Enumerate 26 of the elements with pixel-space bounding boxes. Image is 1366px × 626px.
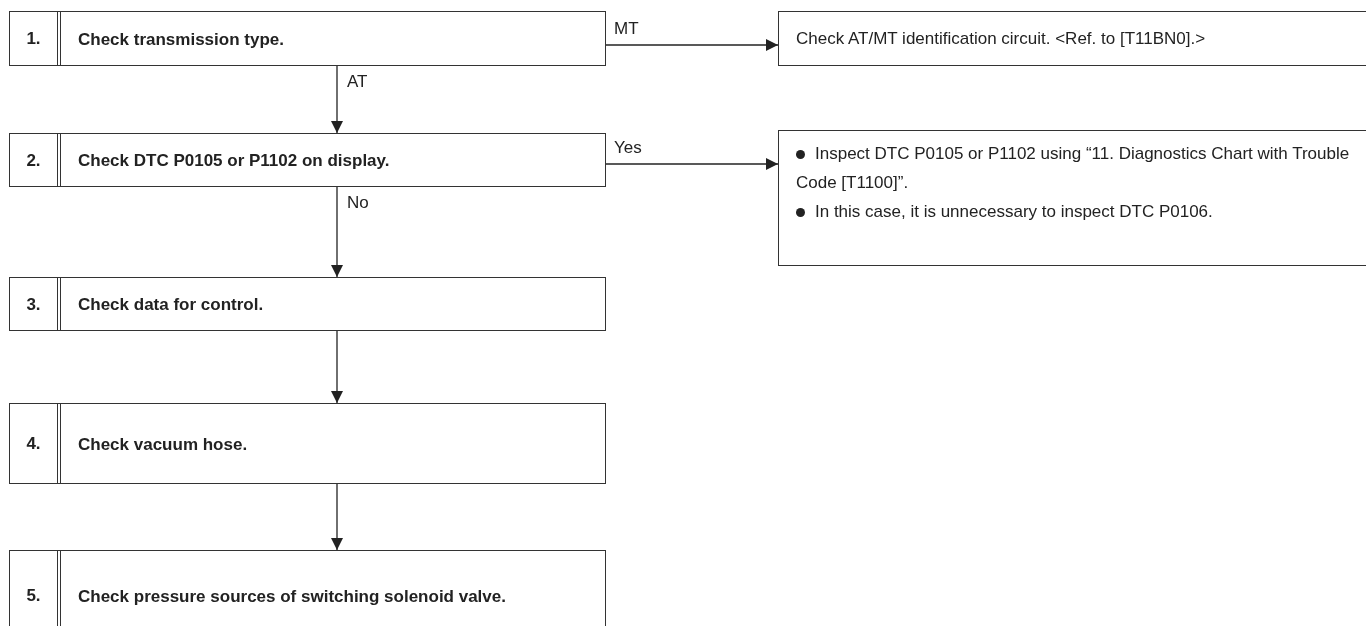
step-box bbox=[9, 133, 606, 187]
bullet-item: Inspect DTC P0105 or P1102 using “11. Diagnostics Chart with Trouble Code [T1100]”. bbox=[796, 139, 1364, 197]
arrow bbox=[331, 186, 343, 278]
arrow bbox=[605, 39, 779, 51]
result-box bbox=[778, 11, 1366, 66]
result-text: Check AT/MT identification circuit. <Ref. to [T11BN0].> bbox=[796, 28, 1207, 50]
step-instruction: Check pressure sources of switching solenoid valve. bbox=[78, 585, 507, 607]
step-box bbox=[9, 11, 606, 66]
arrow bbox=[605, 158, 779, 170]
step-number: 2. bbox=[26, 149, 41, 172]
step-box bbox=[9, 277, 606, 331]
step-instruction: Check data for control. bbox=[78, 293, 265, 316]
step-number: 1. bbox=[26, 28, 41, 50]
result-box bbox=[778, 130, 1366, 266]
step-box bbox=[9, 550, 606, 626]
arrow bbox=[331, 330, 343, 404]
step-instruction: Check vacuum hose. bbox=[78, 433, 249, 455]
arrow bbox=[331, 483, 343, 551]
arrow bbox=[331, 65, 343, 134]
step-instruction: Check transmission type. bbox=[78, 28, 285, 50]
step-number: 4. bbox=[26, 433, 41, 455]
step-number: 3. bbox=[26, 293, 41, 316]
step-instruction: Check DTC P0105 or P1102 on display. bbox=[78, 149, 391, 172]
step-number: 5. bbox=[26, 585, 41, 607]
step-box bbox=[9, 403, 606, 484]
bullet-item: In this case, it is unnecessary to inspect DTC P0106. bbox=[796, 197, 1213, 226]
